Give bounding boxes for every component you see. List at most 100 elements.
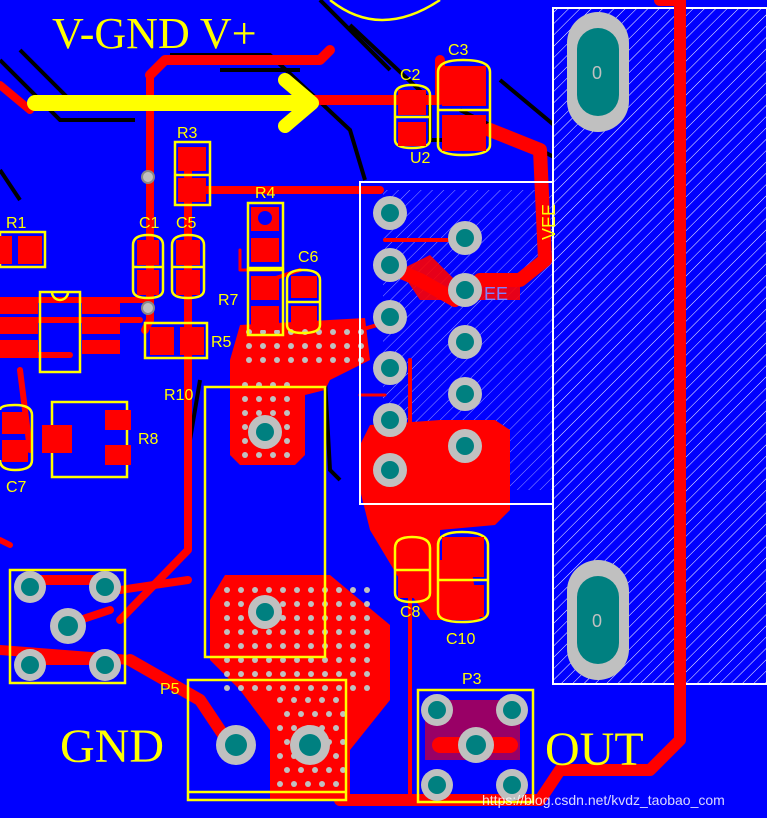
- via-dot: [305, 781, 311, 787]
- via-dot: [316, 343, 322, 349]
- via-dot: [336, 629, 342, 635]
- via-dot: [270, 396, 276, 402]
- pad-hole: [381, 308, 399, 326]
- pad-hole: [381, 461, 399, 479]
- via-dot: [364, 615, 370, 621]
- via-dot: [224, 643, 230, 649]
- p3-outline: [416, 688, 535, 804]
- via-dot: [274, 357, 280, 363]
- via-dot: [298, 711, 304, 717]
- via-dot: [302, 357, 308, 363]
- pad-hole: [21, 578, 39, 596]
- r3-outline: [173, 140, 212, 207]
- watermark: https://blog.csdn.net/kvdz_taobao_com: [482, 792, 725, 808]
- via-dot: [280, 643, 286, 649]
- via-dot: [322, 657, 328, 663]
- via-dot: [291, 781, 297, 787]
- via-dot: [280, 657, 286, 663]
- via-dot: [294, 587, 300, 593]
- via-dot: [238, 657, 244, 663]
- r5-outline: [143, 321, 209, 360]
- pad-hole: [456, 229, 474, 247]
- via-dot: [224, 629, 230, 635]
- pad-hole: [299, 734, 321, 756]
- via-dot: [350, 587, 356, 593]
- label-c1: C1: [139, 215, 160, 232]
- via-dot: [238, 671, 244, 677]
- c5-outline: [170, 233, 206, 300]
- via-dot: [344, 329, 350, 335]
- label-c5: C5: [176, 215, 197, 232]
- via-dot: [252, 587, 258, 593]
- c6-outline: [285, 268, 322, 335]
- via-dot: [277, 753, 283, 759]
- via-dot: [336, 657, 342, 663]
- connector-left-outline: [8, 568, 127, 685]
- label-r7: R7: [218, 292, 239, 309]
- via-dot: [246, 357, 252, 363]
- c10-outline: [436, 530, 490, 624]
- via-dot: [350, 671, 356, 677]
- via-dot: [280, 587, 286, 593]
- label-r4: R4: [255, 185, 276, 202]
- via-dot: [242, 410, 248, 416]
- via-dot: [340, 711, 346, 717]
- r7-outline: [246, 268, 285, 337]
- via-dot: [252, 685, 258, 691]
- pad-hole: [428, 701, 446, 719]
- via-dot: [298, 767, 304, 773]
- via-dot: [266, 685, 272, 691]
- via-dot: [242, 438, 248, 444]
- silkscreen-outlines: [0, 0, 554, 804]
- via-dot: [238, 643, 244, 649]
- via-dot: [350, 657, 356, 663]
- pad-hole: [96, 578, 114, 596]
- via-dot: [252, 629, 258, 635]
- label-c6: C6: [298, 249, 319, 266]
- label-c2: C2: [400, 67, 421, 84]
- via-dot: [238, 601, 244, 607]
- pad-hole: [428, 776, 446, 794]
- via-dot: [294, 601, 300, 607]
- via-dot: [280, 671, 286, 677]
- via-dot: [238, 629, 244, 635]
- u2-outline: [359, 181, 554, 505]
- label-p3: P3: [462, 671, 482, 688]
- gnd-label: GND: [60, 720, 164, 773]
- via-dot: [302, 343, 308, 349]
- via-dot: [252, 657, 258, 663]
- via-dot: [238, 615, 244, 621]
- via-dot: [308, 629, 314, 635]
- pad-hole: [503, 701, 521, 719]
- label-vee: VEE: [539, 204, 559, 240]
- via-dot: [224, 685, 230, 691]
- via-dot: [312, 767, 318, 773]
- via-dot: [340, 739, 346, 745]
- via-dot: [319, 781, 325, 787]
- via-dot: [350, 601, 356, 607]
- label-r3: R3: [177, 125, 198, 142]
- c1-outline: [131, 233, 165, 300]
- pad-hole: [381, 256, 399, 274]
- via-dot: [336, 615, 342, 621]
- label-c7: C7: [6, 479, 27, 496]
- label-c8: C8: [400, 604, 421, 621]
- via-dot: [238, 685, 244, 691]
- c8-outline: [393, 535, 432, 604]
- via-dot: [350, 615, 356, 621]
- via-dot: [284, 424, 290, 430]
- via-dot: [294, 671, 300, 677]
- r10-outline: [203, 385, 327, 659]
- label-c3: C3: [448, 42, 469, 59]
- pad-hole: [456, 385, 474, 403]
- via-dot: [284, 739, 290, 745]
- via-dot: [330, 357, 336, 363]
- pad-zero-top: 0: [592, 63, 602, 83]
- via-dot: [294, 629, 300, 635]
- via-dot: [266, 643, 272, 649]
- cap-arc-top: [329, 0, 441, 22]
- label-r5: R5: [211, 334, 232, 351]
- via-dot: [270, 410, 276, 416]
- via-dot: [277, 725, 283, 731]
- via-dot: [246, 343, 252, 349]
